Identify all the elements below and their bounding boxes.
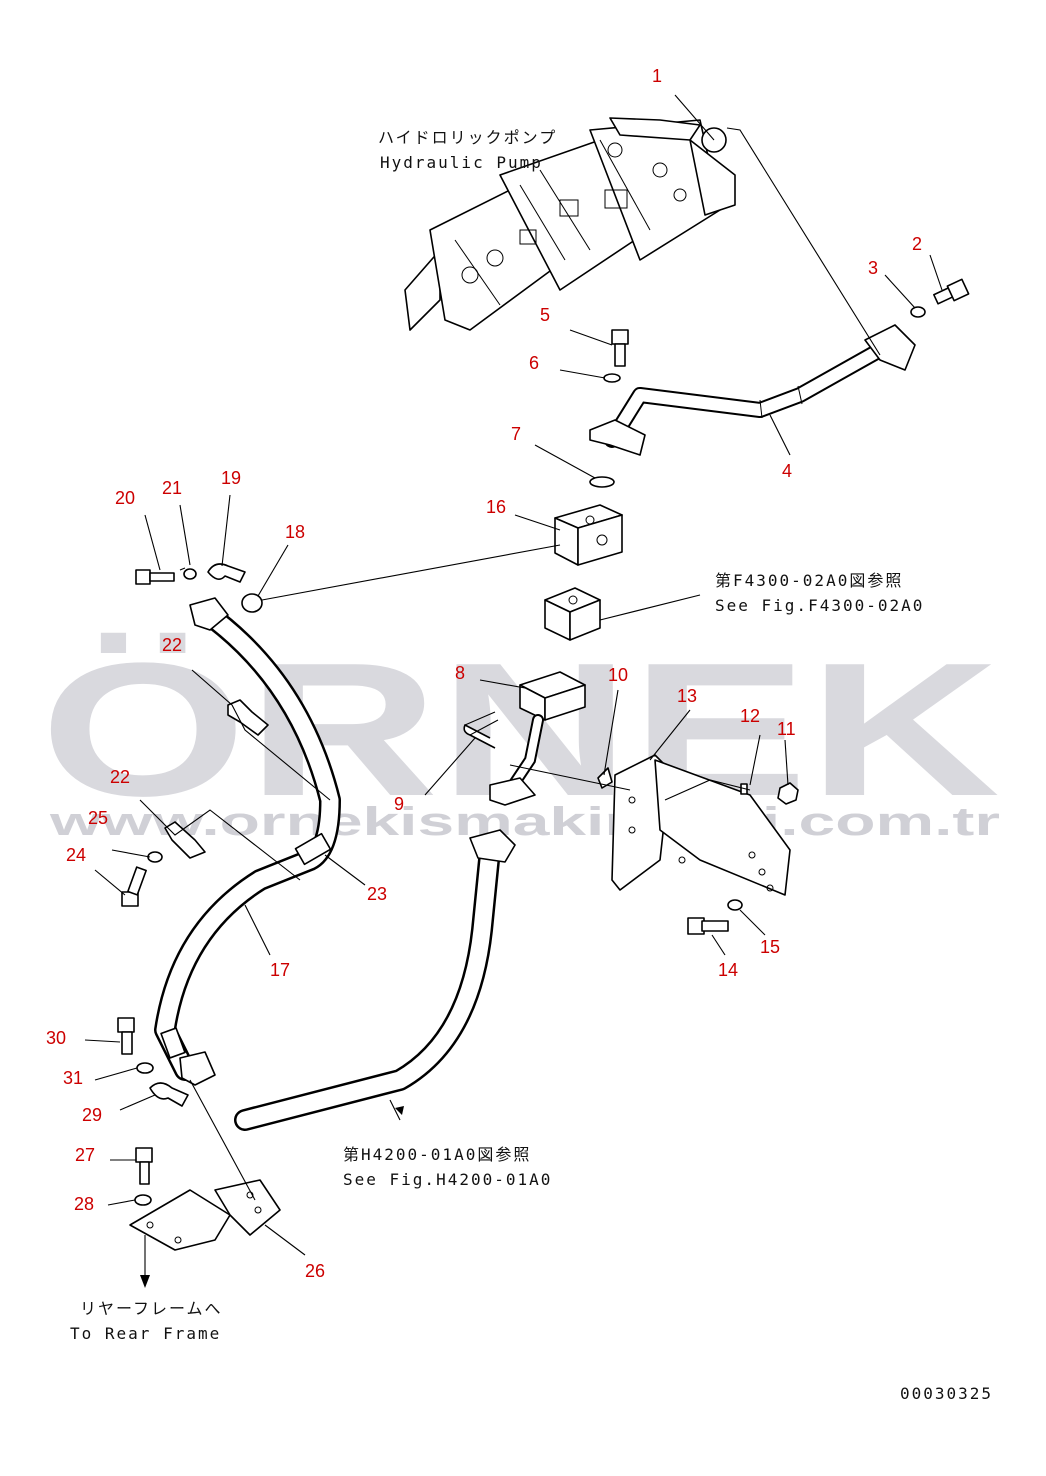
callout-28: 28 (74, 1194, 94, 1214)
callout-3: 3 (868, 258, 878, 278)
callout-1: 1 (652, 66, 662, 86)
nut-11 (777, 782, 799, 805)
callout-7: 7 (511, 424, 521, 444)
callout-22-lower: 22 (110, 767, 130, 787)
rear-frame-label-en: To Rear Frame (70, 1324, 221, 1343)
bolt-20 (135, 569, 175, 585)
block-8 (489, 671, 586, 806)
washer-28 (134, 1194, 152, 1206)
callout-27: 27 (75, 1145, 95, 1165)
callout-15: 15 (760, 937, 780, 957)
o-ring-7 (589, 476, 615, 488)
hydraulic-pump (404, 117, 736, 331)
callout-4: 4 (782, 461, 792, 481)
callout-23: 23 (367, 884, 387, 904)
bolt-5 (611, 329, 629, 367)
callout-16: 16 (486, 497, 506, 517)
callout-13: 13 (677, 686, 697, 706)
callout-10: 10 (608, 665, 628, 685)
bolt-24 (121, 866, 147, 907)
watermark: ÖRNEK www.ornekismakinalari.com.tr (40, 624, 1000, 844)
clamp-19 (207, 563, 246, 583)
bolt-2 (933, 278, 970, 305)
washer-21 (183, 568, 197, 580)
block-ref-f4300 (544, 587, 601, 641)
callout-24: 24 (66, 845, 86, 865)
callouts: 1 2 3 4 5 6 7 8 9 10 11 12 13 14 15 16 1… (46, 66, 922, 1281)
callout-19: 19 (221, 468, 241, 488)
callout-22-upper: 22 (162, 635, 182, 655)
fig1-label-en: See Fig.F4300-02A0 (715, 596, 924, 615)
arrow-to-rear-frame (140, 1235, 150, 1288)
bracket-26 (129, 1179, 281, 1251)
fig2-label-jp: 第H4200-01A0図参照 (343, 1145, 531, 1164)
callout-21: 21 (162, 478, 182, 498)
hose-17 (154, 597, 341, 1086)
fig1-label-jp: 第F4300-02A0図参照 (715, 571, 903, 590)
bolt-27 (135, 1147, 153, 1185)
callout-25: 25 (88, 808, 108, 828)
callout-29: 29 (82, 1105, 102, 1125)
rear-frame-label-jp: リヤーフレームへ (80, 1299, 223, 1318)
callout-17: 17 (270, 960, 290, 980)
clamp-22-upper (227, 699, 269, 736)
fig2-label-en: See Fig.H4200-01A0 (343, 1170, 552, 1189)
callout-31: 31 (63, 1068, 83, 1088)
washer-3 (910, 306, 926, 318)
pipe-4 (589, 324, 916, 456)
drawing-code: 00030325 (900, 1384, 993, 1403)
clamp-29 (149, 1082, 189, 1107)
hose-ref-h4200 (234, 829, 516, 1131)
callout-6: 6 (529, 353, 539, 373)
callout-18: 18 (285, 522, 305, 542)
callout-11: 11 (777, 719, 796, 739)
callout-30: 30 (46, 1028, 66, 1048)
pump-label-en: Hydraulic Pump (380, 153, 543, 172)
washer-31 (136, 1062, 154, 1074)
washer-15 (727, 899, 743, 911)
leader-lines (84, 94, 943, 1256)
bolt-14 (687, 917, 729, 935)
notes: ハイドロリックポンプ Hydraulic Pump 第F4300-02A0図参照… (70, 128, 993, 1403)
u-bolt-9 (463, 711, 499, 749)
washer-6 (603, 373, 621, 383)
o-ring-18 (241, 593, 263, 613)
callout-5: 5 (540, 305, 550, 325)
bolt-30 (117, 1017, 135, 1055)
callout-20: 20 (115, 488, 135, 508)
callout-2: 2 (912, 234, 922, 254)
clamp-22-lower (164, 821, 206, 859)
callout-14: 14 (718, 960, 738, 980)
watermark-url: www.ornekismakinalari.com.tr (48, 800, 1000, 844)
callout-8: 8 (455, 663, 465, 683)
callout-26: 26 (305, 1261, 325, 1281)
pump-label-jp: ハイドロリックポンプ (378, 128, 557, 147)
callout-12: 12 (740, 706, 760, 726)
block-16 (554, 504, 623, 566)
callout-9: 9 (394, 794, 404, 814)
washer-25 (147, 851, 163, 863)
